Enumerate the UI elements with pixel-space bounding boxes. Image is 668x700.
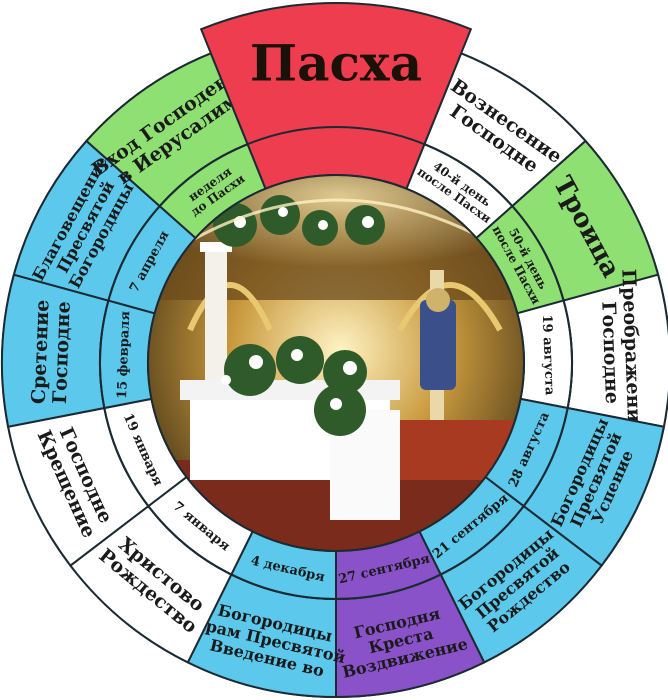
center-image-frame <box>147 174 525 552</box>
feast-date-line: 15 февраля <box>115 310 133 399</box>
pascha-segment: Пасха <box>199 2 473 190</box>
feast-name-line: Господне <box>49 301 75 404</box>
feast-name-line: Господне <box>597 301 623 404</box>
feast-date: 19 августа <box>539 314 557 396</box>
pascha-title: Пасха <box>250 34 422 93</box>
center-church-image <box>148 175 524 551</box>
feast-date: 15 февраля <box>115 310 133 399</box>
pascha-inner-arc <box>247 126 425 146</box>
feast-name-line: Сретение <box>28 299 54 404</box>
feast-date-line: 19 августа <box>539 314 557 396</box>
